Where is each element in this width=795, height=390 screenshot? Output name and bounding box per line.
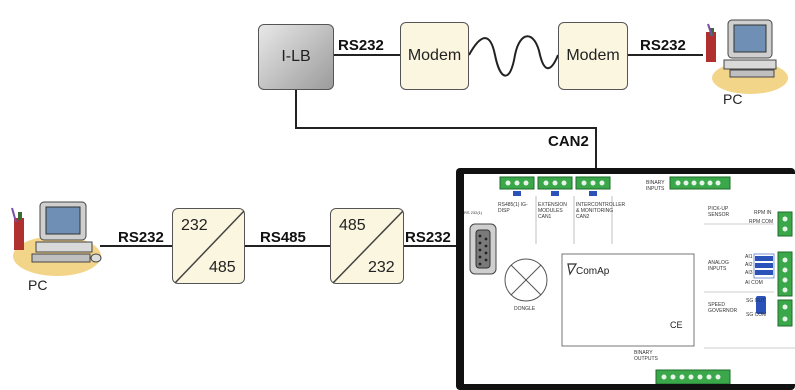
rs232-label: RS232 [118, 229, 164, 246]
pc-label: PC [28, 277, 48, 293]
analog-inputs-label: ANALOG INPUTS [708, 260, 729, 272]
ilb-node: I-LB [258, 24, 334, 90]
comap-logo-text: ComAp [576, 266, 610, 277]
modem-left-node: Modem [400, 22, 469, 90]
sg-com-label: SG COM [746, 312, 767, 318]
rs232-label: RS232 [640, 37, 686, 54]
controller-graphics [469, 176, 795, 384]
ai-com-label: AI COM [745, 280, 763, 286]
ai1-label: AI1 [745, 254, 753, 260]
pc-label: PC [723, 91, 743, 107]
rs232-port-label: RS 232(1) [464, 210, 483, 215]
ce-mark: CE [670, 320, 683, 330]
converter-top-label: 232 [181, 217, 208, 234]
controller-unit: RS485(1) IG-DISP EXTENSION MODULES CAN1 … [456, 168, 795, 390]
binary-inputs-label: BINARY INPUTS [646, 180, 665, 192]
dongle-label: DONGLE [514, 306, 536, 312]
rs232-label: RS232 [405, 229, 451, 246]
can2-label: CAN2 [548, 133, 589, 150]
modem-label: Modem [407, 47, 462, 64]
rpm-in-label: RPM IN [754, 210, 772, 216]
speed-governor-label: SPEED GOVERNOR [708, 302, 738, 314]
modem-right-node: Modem [558, 22, 628, 90]
binary-outputs-label: BINARY OUTPUTS [634, 350, 658, 362]
converter-top-label: 485 [339, 217, 366, 234]
converter-bottom-label: 232 [368, 259, 395, 276]
sg-out-label: SG OUT [746, 298, 766, 304]
rpm-com-label: RPM COM [749, 219, 774, 225]
pc-top-icon [700, 6, 790, 98]
converter-232-485: 232 485 [172, 208, 245, 284]
phone-line-wave [468, 35, 559, 77]
intercontroller-label: INTERCONTROLLER & MONITORING CAN2 [576, 202, 626, 220]
extension-modules-label: EXTENSION MODULES CAN1 [538, 202, 567, 220]
converter-485-232: 485 232 [330, 208, 404, 284]
rs485-label: RS485 [260, 229, 306, 246]
converter-bottom-label: 485 [209, 259, 236, 276]
controller-face: RS485(1) IG-DISP EXTENSION MODULES CAN1 … [464, 174, 795, 384]
rs232-label: RS232 [338, 37, 384, 54]
modem-label: Modem [566, 47, 620, 64]
rs485-io-label: RS485(1) IG-DISP [498, 202, 528, 214]
pc-left-icon [2, 196, 102, 286]
ilb-label: I-LB [281, 48, 311, 65]
pickup-sensor-label: PICK-UP SENSOR [708, 206, 730, 218]
ai2-label: AI2 [745, 262, 753, 268]
ai3-label: AI3 [745, 270, 753, 276]
